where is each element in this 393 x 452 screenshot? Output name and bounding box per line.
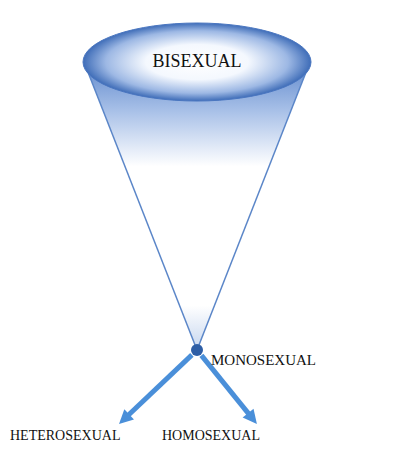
node-label: BISEXUAL [82,51,312,73]
arrow-head [119,409,134,424]
cone-body [84,62,310,350]
node-label: HOMOSEXUAL [162,428,262,445]
arrow-connector [201,355,256,424]
arrow-shaft [128,355,192,416]
node-label: HETEROSEXUAL [10,428,122,445]
cone-edge [84,62,197,350]
ellipse-node: BISEXUAL [82,22,312,102]
outside-label: MONOSEXUAL [211,351,223,369]
apex-dot: MONOSEXUAL [191,344,203,356]
arrow-head [243,409,257,424]
text-node: HOMOSEXUAL [160,428,262,447]
arrow-shaft [201,355,249,414]
arrow-connector [119,355,192,424]
ellipse-shape [83,23,311,101]
text-node: HETEROSEXUAL [8,428,122,447]
cone-edge [197,62,310,350]
